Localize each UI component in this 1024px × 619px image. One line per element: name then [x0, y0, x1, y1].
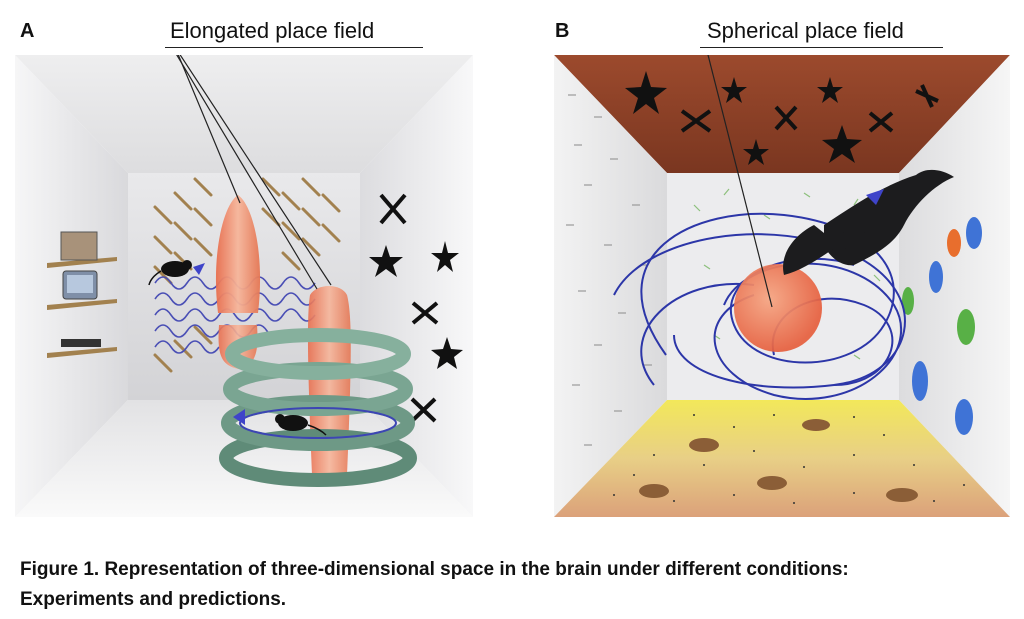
panel-b-illustration	[554, 55, 1010, 517]
helix-direction-arrow	[233, 409, 245, 425]
left-wall-shelves	[47, 231, 117, 358]
lattice-direction-arrow	[193, 263, 205, 275]
rat-on-helix	[275, 414, 327, 436]
flight-direction-arrow	[866, 189, 884, 205]
panel-a-label: Elongated place field	[170, 18, 375, 43]
panel-b-label-rule	[700, 47, 943, 48]
floor-landing-posts	[639, 419, 918, 502]
spherical-place-field	[734, 264, 822, 352]
figure-caption: Figure 1. Representation of three-dimens…	[20, 555, 1010, 615]
label-leader-lines	[176, 55, 332, 290]
ceiling-cues	[625, 71, 939, 165]
panel-b-label: Spherical place field	[707, 18, 904, 43]
room-floor	[554, 400, 1010, 517]
bat	[783, 169, 954, 275]
right-wall-cues	[369, 193, 463, 423]
rat-on-lattice	[148, 260, 192, 286]
right-wall-colored-cues	[902, 217, 982, 435]
panel-a-letter: A	[20, 20, 35, 42]
caption-line-1: Figure 1. Representation of three-dimens…	[20, 559, 849, 580]
place-field-1	[215, 195, 261, 313]
panel-a-label-rule	[165, 47, 423, 48]
room-floor	[15, 400, 473, 517]
label-leader-line	[707, 55, 773, 308]
panel-a-illustration	[15, 55, 473, 517]
room-ceiling	[15, 55, 473, 173]
panel-b-letter: B	[555, 20, 570, 42]
helical-track	[219, 328, 417, 487]
caption-line-2: Experiments and predictions.	[20, 589, 287, 610]
room-left-wall	[554, 55, 667, 517]
